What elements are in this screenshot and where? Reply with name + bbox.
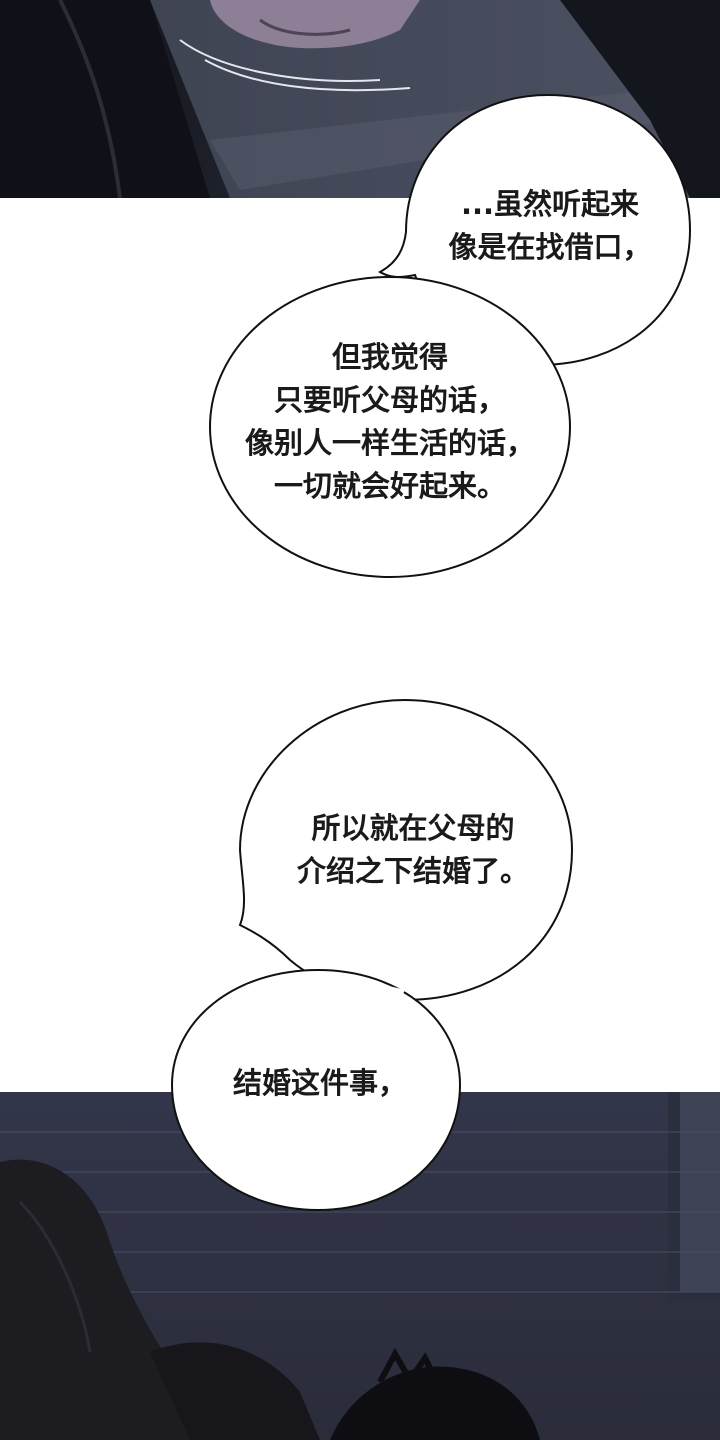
speech-bubble-4: [170, 968, 462, 1212]
bubble-4-line-1: 结婚这件事，: [232, 1066, 407, 1100]
bubble-1-line-1: ...虽然听起来: [460, 187, 640, 221]
bubble-2-line-2: 只要听父母的话，: [273, 383, 506, 417]
bubble-4-text: 结婚这件事，: [200, 1062, 440, 1105]
bubble-3-line-1: 所以就在父母的: [311, 811, 515, 845]
bubble-3-line-2: 介绍之下结婚了。: [296, 854, 529, 888]
bubble-2-line-3: 像别人一样生活的话，: [244, 426, 535, 460]
bubble-2-line-4: 一切就会好起来。: [273, 469, 506, 503]
bubble-3-text: 所以就在父母的 介绍之下结婚了。: [268, 807, 558, 893]
bubble-2-text: 但我觉得 只要听父母的话， 像别人一样生活的话， 一切就会好起来。: [220, 336, 560, 508]
bubble-2-line-1: 但我觉得: [331, 340, 448, 374]
speech-bubble-2: [209, 276, 571, 578]
bubble-1-line-2: 像是在找借口，: [448, 230, 652, 264]
bubble-1-text: ...虽然听起来 像是在找借口，: [420, 183, 680, 269]
